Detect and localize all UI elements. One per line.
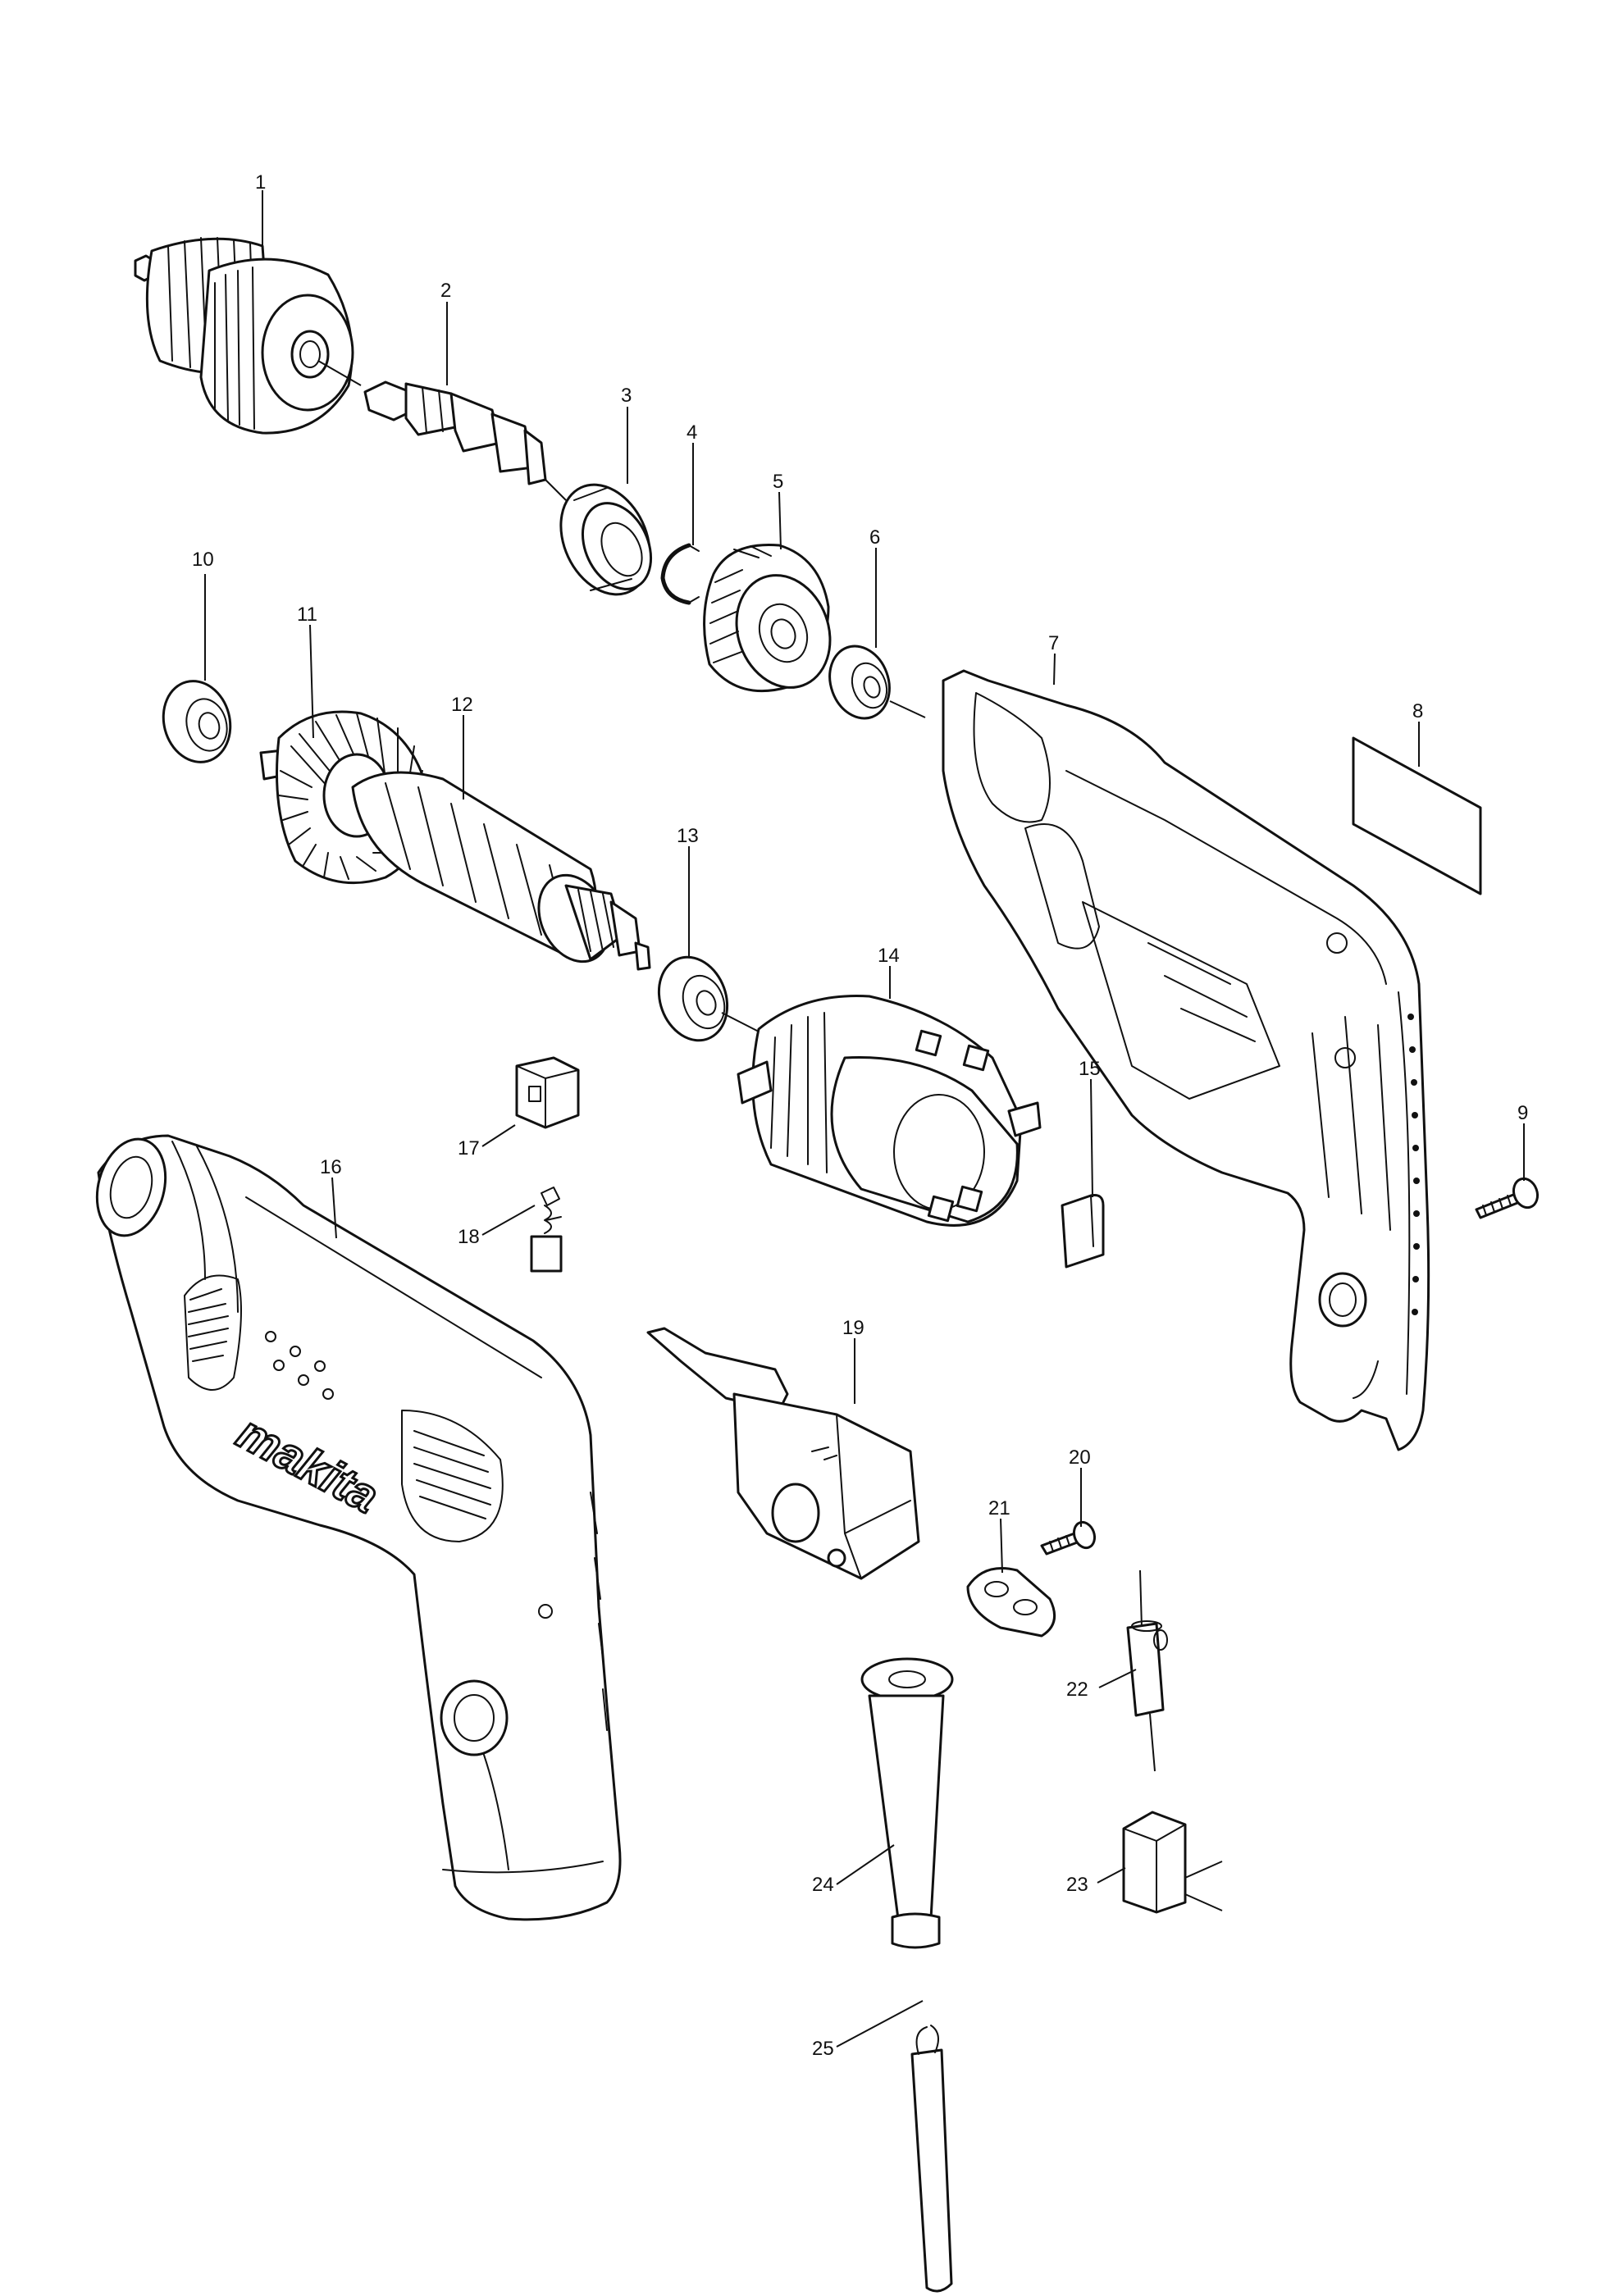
callout-17: 17 xyxy=(458,1137,480,1159)
part-24-cord-guard xyxy=(860,1657,954,1949)
callout-1: 1 xyxy=(255,171,266,194)
part-17-brush-holder-cap xyxy=(515,1056,580,1129)
part-6-small-bearing xyxy=(828,645,926,720)
part-1-keyless-chuck xyxy=(134,237,362,435)
callout-4: 4 xyxy=(687,421,697,444)
part-18-carbon-brush xyxy=(530,1187,563,1273)
part-14-field-stator xyxy=(737,995,1042,1227)
part-25-cord xyxy=(910,2025,953,2293)
part-21-strain-relief xyxy=(966,1567,1056,1638)
part-23-capacitor xyxy=(1122,1811,1223,1914)
callout-22: 22 xyxy=(1066,1679,1088,1701)
part-2-spindle xyxy=(363,380,567,501)
callout-6: 6 xyxy=(869,526,880,549)
part-20-tapping-screw xyxy=(1040,1520,1097,1556)
callout-24: 24 xyxy=(812,1874,834,1896)
callout-3: 3 xyxy=(621,385,632,407)
part-19-switch xyxy=(646,1327,920,1580)
callout-leader-lines xyxy=(204,190,1525,2048)
callout-23: 23 xyxy=(1066,1874,1088,1896)
callout-19: 19 xyxy=(842,1317,864,1339)
callout-25: 25 xyxy=(812,2038,834,2060)
callout-12: 12 xyxy=(451,694,473,716)
callout-7: 7 xyxy=(1048,632,1059,654)
part-8-nameplate xyxy=(1352,736,1482,895)
part-11-12-fan-and-armature xyxy=(259,710,651,971)
part-10-ball-bearing xyxy=(162,680,232,763)
callout-13: 13 xyxy=(677,825,699,847)
callout-21: 21 xyxy=(988,1497,1010,1519)
callout-2: 2 xyxy=(440,280,451,302)
callout-5: 5 xyxy=(773,471,783,493)
part-3-ball-bearing xyxy=(559,483,653,596)
callout-15: 15 xyxy=(1079,1058,1101,1080)
callout-11: 11 xyxy=(297,604,317,626)
part-4-retaining-ring xyxy=(660,543,700,605)
callout-8: 8 xyxy=(1412,700,1423,722)
part-22-noise-suppressor xyxy=(1126,1569,1168,1772)
callout-10: 10 xyxy=(192,549,214,571)
part-13-ball-bearing xyxy=(657,955,760,1042)
callout-14: 14 xyxy=(878,945,900,967)
callout-20: 20 xyxy=(1069,1446,1091,1469)
callout-16: 16 xyxy=(320,1156,342,1178)
callout-18: 18 xyxy=(458,1226,480,1248)
callout-9: 9 xyxy=(1517,1102,1528,1124)
part-15-clip xyxy=(1061,1194,1105,1269)
part-9-tapping-screw xyxy=(1475,1177,1540,1219)
part-16-housing-drill: makita xyxy=(95,1134,622,1921)
callout-numbers: 1 2 3 4 5 6 7 8 9 10 11 12 13 14 15 16 1… xyxy=(192,171,1528,2060)
part-5-spur-gear xyxy=(703,543,832,693)
part-7-housing-set xyxy=(942,669,1430,1451)
